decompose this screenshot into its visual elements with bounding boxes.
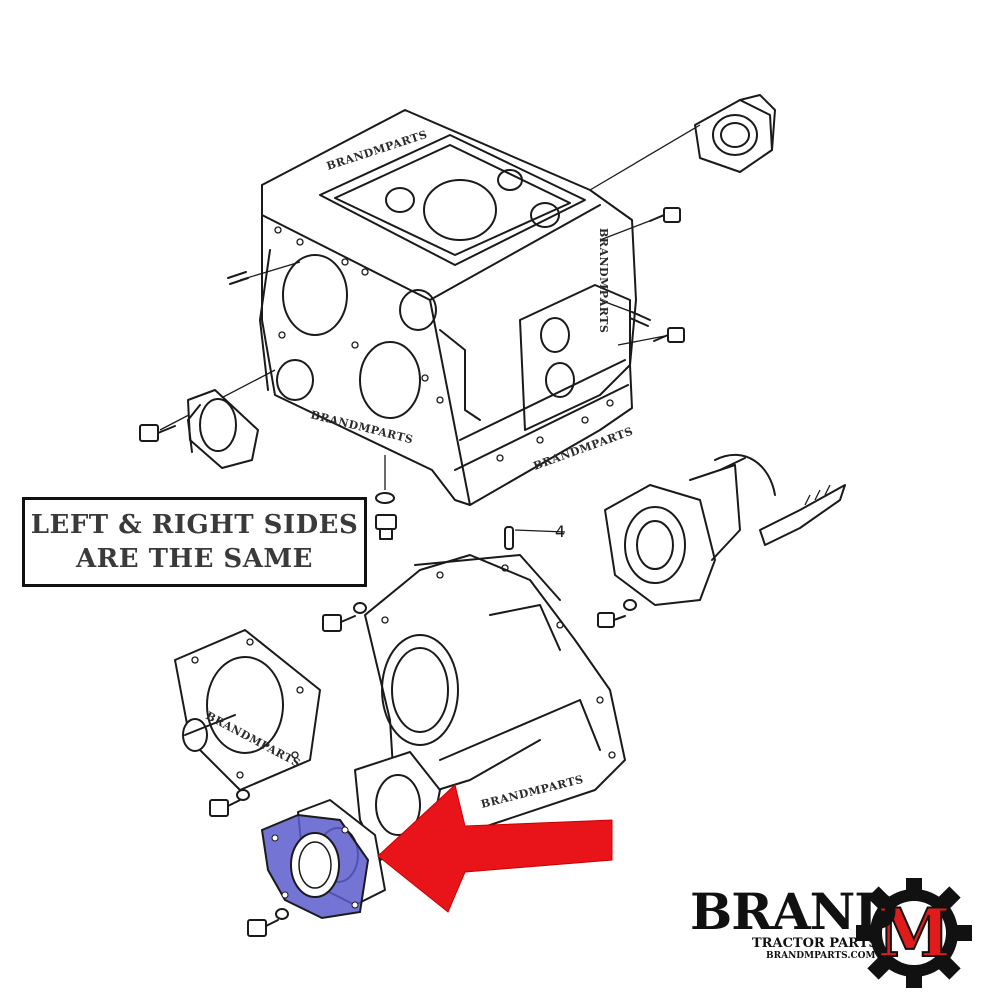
red-arrow-icon xyxy=(377,784,613,913)
outer-cover-left xyxy=(174,629,321,791)
notice-box: LEFT & RIGHT SIDES ARE THE SAME xyxy=(22,497,367,587)
highlighted-seal-plate xyxy=(260,813,370,920)
gear-icon: M xyxy=(856,878,972,988)
stud-icon xyxy=(227,271,249,285)
transmission-case xyxy=(259,109,637,506)
top-cover-plate xyxy=(694,94,776,173)
brand-tagline: TRACTOR PARTS xyxy=(752,936,878,951)
drain-plug-icon xyxy=(375,492,397,540)
bolt-icon xyxy=(653,327,685,343)
stud-icon xyxy=(629,311,651,327)
bearing-housing xyxy=(604,454,846,606)
brand-word: BRAND xyxy=(690,882,898,941)
bolt-icon xyxy=(209,789,250,817)
bolt-icon xyxy=(649,207,681,223)
bolt-icon xyxy=(139,424,176,442)
bolt-icon xyxy=(322,602,367,632)
bolt-icon xyxy=(597,599,637,628)
brand-logo: M BRAND TRACTOR PARTS BRANDMPARTS.COM xyxy=(682,838,994,994)
brand-letter: M xyxy=(877,894,950,972)
notice-line-2: ARE THE SAME xyxy=(76,544,313,574)
final-drive-housing xyxy=(364,554,626,841)
brand-site: BRANDMPARTS.COM xyxy=(766,951,876,961)
side-cover-left xyxy=(187,389,259,469)
watermark: BRANDMPARTS xyxy=(597,228,610,333)
notice-line-1: LEFT & RIGHT SIDES xyxy=(30,510,359,540)
dowel-pin-icon xyxy=(504,526,514,550)
bolt-icon xyxy=(247,908,289,937)
callout-number: 4 xyxy=(555,522,565,541)
